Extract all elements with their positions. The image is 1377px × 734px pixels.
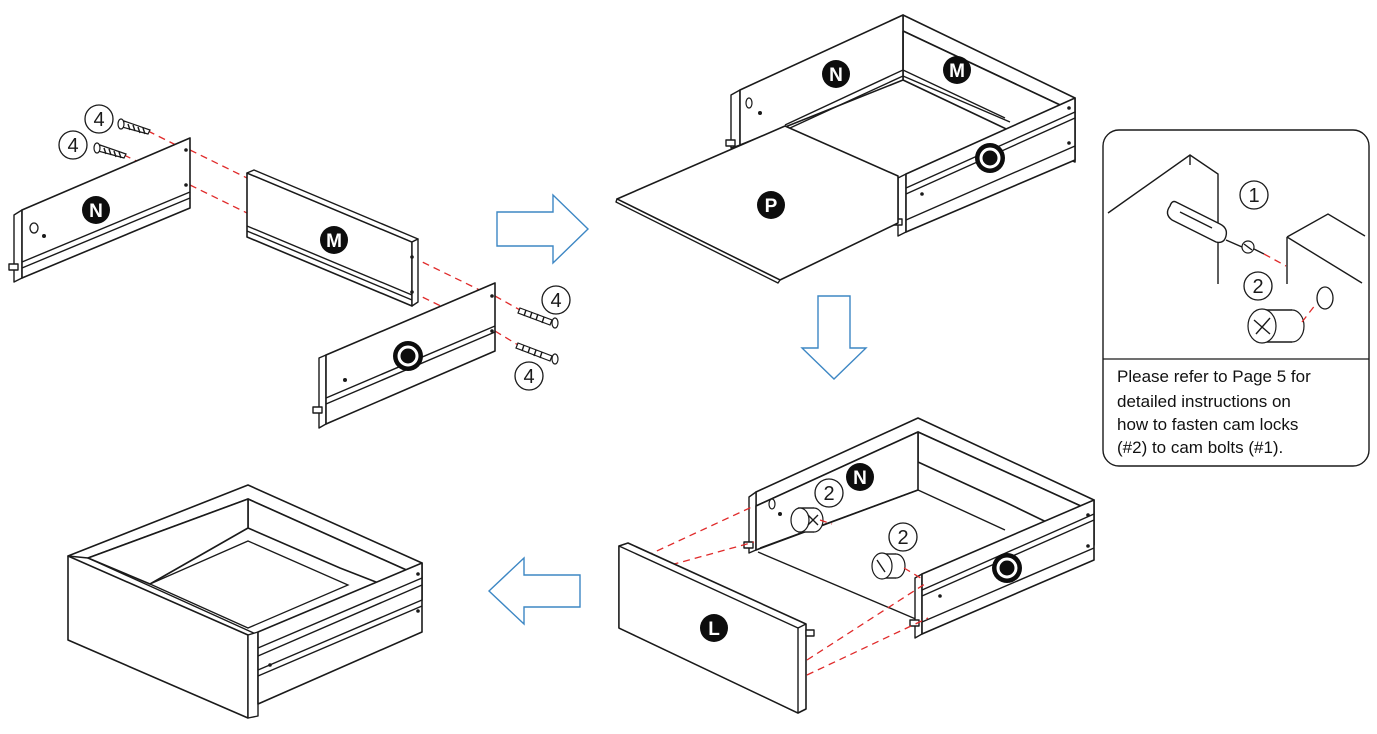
svg-text:4: 4	[67, 135, 78, 157]
cam-bolt-callout: 1	[1239, 180, 1269, 210]
cam-lock-note-box: 1 2 Please refer to Page 5 for detailed …	[1102, 129, 1370, 467]
part-badge-n: N	[846, 463, 874, 491]
cam-lock-icon	[1247, 308, 1305, 344]
svg-text:M: M	[949, 61, 965, 82]
part-badge-n: N	[822, 60, 850, 88]
outline-arrow-icon	[487, 556, 581, 626]
step-1-exploded-view: 4 4 4 4 N M	[8, 104, 571, 429]
cam-lock-icon	[790, 507, 824, 533]
svg-text:P: P	[765, 196, 778, 217]
part-badge-o	[975, 143, 1005, 173]
svg-text:4: 4	[523, 366, 534, 388]
screw-callout: 4	[58, 130, 88, 160]
svg-text:N: N	[89, 201, 103, 222]
wood-screw-icon	[93, 142, 127, 159]
svg-text:N: N	[853, 468, 867, 489]
svg-text:M: M	[326, 231, 342, 252]
part-badge-o	[992, 553, 1022, 583]
svg-text:N: N	[829, 65, 843, 86]
cam-lock-callout: 2	[1243, 271, 1273, 301]
part-badge-m: M	[320, 226, 348, 254]
part-badge-p: P	[757, 191, 785, 219]
note-line-1: Please refer to Page 5 for	[1117, 367, 1311, 386]
svg-text:4: 4	[93, 109, 104, 131]
svg-text:2: 2	[897, 527, 908, 549]
guide-lines-step-3	[645, 505, 929, 676]
svg-text:2: 2	[1252, 276, 1263, 298]
note-line-4: (#2) to cam bolts (#1).	[1117, 438, 1283, 457]
screw-callout: 4	[541, 285, 571, 315]
wood-screw-icon	[515, 342, 559, 365]
wood-screw-icon	[117, 118, 151, 135]
part-badge-m: M	[943, 56, 971, 84]
svg-text:2: 2	[823, 483, 834, 505]
svg-text:1: 1	[1248, 185, 1259, 207]
screw-callout: 4	[84, 104, 114, 134]
screwdriver-icon	[1166, 200, 1243, 248]
part-badge-o	[393, 341, 423, 371]
outline-arrow-icon	[800, 295, 868, 380]
cam-lock-callout: 2	[888, 522, 918, 552]
cam-lock-callout: 2	[814, 478, 844, 508]
svg-text:4: 4	[550, 290, 561, 312]
svg-text:L: L	[708, 619, 720, 640]
step-2-bottom-panel: N M P	[615, 14, 1076, 284]
step-4-finished-drawer	[67, 484, 423, 719]
cam-lock-icon	[871, 552, 906, 580]
note-line-3: how to fasten cam locks	[1117, 415, 1298, 434]
step-3-front-panel: N L 2 2	[618, 417, 1095, 714]
outline-arrow-icon	[496, 193, 590, 265]
note-line-2: detailed instructions on	[1117, 392, 1291, 411]
part-badge-n: N	[82, 196, 110, 224]
screw-callout: 4	[514, 361, 544, 391]
part-badge-l: L	[700, 614, 728, 642]
cam-bolt-icon	[1241, 240, 1265, 255]
wood-screw-icon	[517, 307, 559, 329]
